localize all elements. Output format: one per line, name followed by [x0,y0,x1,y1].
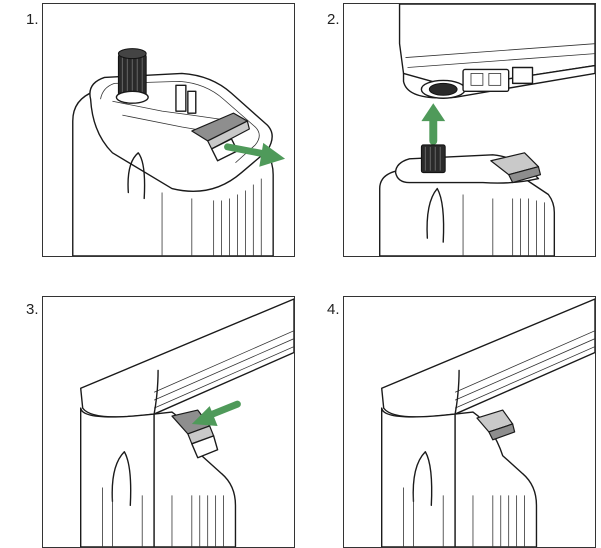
step-4-label: 4. [327,301,340,318]
step-4-panel [343,296,596,548]
arrow-icon [191,400,241,426]
step-2-panel [343,3,596,257]
step-2-illustration [379,4,595,256]
step-3-panel [42,296,295,548]
step-1-label: 1. [26,11,39,28]
step-3-illustration [80,298,294,547]
arrow-icon [421,103,446,145]
step-2-label: 2. [327,11,340,28]
step-1-panel [42,3,295,257]
arrow-icon [224,142,286,167]
step-4-illustration [381,298,595,547]
step-3-label: 3. [26,301,39,318]
step-1-illustration [72,48,286,256]
